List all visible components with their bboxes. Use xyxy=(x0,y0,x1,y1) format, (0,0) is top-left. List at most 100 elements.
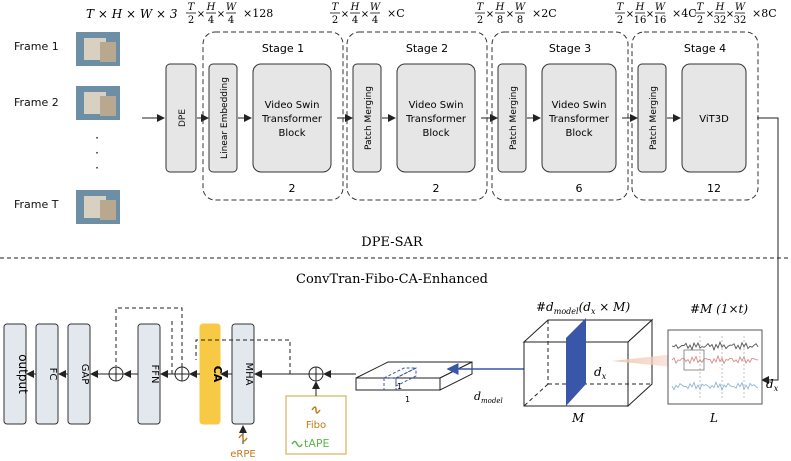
residual-path-2 xyxy=(115,307,183,367)
tensor-one-b: 1 xyxy=(405,395,410,404)
tape-label: tAPE xyxy=(304,437,329,450)
stage-4-first-block-label: Patch Merging xyxy=(649,86,659,150)
stage-3-main-label-0: Video Swin xyxy=(552,100,607,111)
ellipsis-dot-2: · xyxy=(95,146,99,160)
gap-label: GAP xyxy=(79,364,90,385)
svg-text:×: × xyxy=(361,9,369,20)
svg-text:T: T xyxy=(188,2,196,13)
cube-dx-label: dx xyxy=(594,365,607,381)
svg-text:×: × xyxy=(217,9,225,20)
stage-3-first-block xyxy=(497,63,527,173)
stage-3-main-block xyxy=(541,63,617,173)
svg-text:×: × xyxy=(506,9,514,20)
fibo-wave-icon xyxy=(311,406,321,414)
tensor-one-a: 1 xyxy=(397,382,402,391)
svg-text:H: H xyxy=(350,2,360,13)
stage-2-main-label-2: Block xyxy=(422,128,449,139)
svg-text:32: 32 xyxy=(734,15,747,26)
svg-text:8: 8 xyxy=(497,15,503,26)
tape-wave-icon xyxy=(291,440,303,448)
ca-label: CA xyxy=(211,366,224,383)
convtran-caption: ConvTran-Fibo-CA-Enhanced xyxy=(296,272,488,287)
stage-4-shape: T2×H16×W16×4C xyxy=(615,2,697,26)
frame-1-label: Frame 1 xyxy=(14,40,59,53)
stage-3-title: Stage 3 xyxy=(549,42,591,55)
svg-text:H: H xyxy=(495,2,505,13)
svg-text:×C: ×C xyxy=(387,7,405,20)
svg-text:W: W xyxy=(226,2,237,13)
svg-text:W: W xyxy=(735,2,746,13)
ellipsis-dot-1: · xyxy=(95,131,99,145)
svg-text:2: 2 xyxy=(617,15,623,26)
signal-window xyxy=(683,349,705,371)
residual-path-1 xyxy=(195,339,291,374)
erpe-label: eRPE xyxy=(230,449,255,460)
svg-text:×8C: ×8C xyxy=(752,7,777,20)
input-shape-label: T × H × W × 3 xyxy=(86,7,178,21)
svg-text:×: × xyxy=(726,9,734,20)
stage-4-first-block xyxy=(637,63,667,173)
svg-text:4: 4 xyxy=(228,15,234,26)
stage-3-main-label-2: Block xyxy=(565,128,592,139)
svg-text:16: 16 xyxy=(654,15,667,26)
frame-2-thumbnail xyxy=(76,86,120,120)
stage-4-title: Stage 4 xyxy=(684,42,726,55)
svg-text:×: × xyxy=(341,9,349,20)
ellipsis-dot-3: · xyxy=(95,161,99,175)
svg-text:×: × xyxy=(646,9,654,20)
stage-2-main-label-1: Transformer xyxy=(405,114,467,125)
svg-text:T: T xyxy=(332,2,340,13)
stage-3-shape: T2×H8×W8×2C xyxy=(475,2,557,26)
stage-3-repeat: 6 xyxy=(576,182,583,195)
svg-text:8: 8 xyxy=(517,15,523,26)
svg-text:2: 2 xyxy=(188,15,194,26)
stage-1-main-label-2: Block xyxy=(278,128,305,139)
svg-text:×128: ×128 xyxy=(243,7,273,20)
stage-2-main-block xyxy=(396,63,476,173)
stage-2-first-block-label: Patch Merging xyxy=(364,86,374,150)
erpe-wave-icon xyxy=(238,434,248,442)
svg-text:H: H xyxy=(715,2,725,13)
signal-traces xyxy=(671,336,759,398)
svg-text:T: T xyxy=(617,2,625,13)
dpe-sar-caption: DPE-SAR xyxy=(361,235,424,250)
mha-label: MHA xyxy=(243,363,254,386)
d-model-label: dmodel xyxy=(474,390,503,405)
svg-text:×4C: ×4C xyxy=(672,7,697,20)
fc-label: FC xyxy=(47,368,58,381)
svg-text:W: W xyxy=(515,2,526,13)
stage-1-main-block xyxy=(252,63,332,173)
signal-box xyxy=(667,329,763,405)
projection-cone xyxy=(612,353,684,368)
signal-trace-2 xyxy=(671,354,759,365)
svg-text:16: 16 xyxy=(634,15,647,26)
signal-top-label: #M (1×t) xyxy=(690,302,748,316)
stages-group: Stage 1 Linear Embedding Video SwinTransfo… xyxy=(186,2,777,201)
stage-2-title: Stage 2 xyxy=(406,42,448,55)
svg-text:W: W xyxy=(370,2,381,13)
frame-t-thumbnail xyxy=(76,190,120,224)
cube-top-label: #dmodel(dx × M) xyxy=(536,300,630,316)
fibo-label: Fibo xyxy=(306,420,326,431)
stage-1-first-block-label: Linear Embedding xyxy=(220,77,230,159)
stage-1-first-block xyxy=(208,63,238,173)
dpe-block xyxy=(165,63,197,173)
svg-text:T: T xyxy=(477,2,485,13)
svg-text:4: 4 xyxy=(352,15,358,26)
stage-3-main-label-1: Transformer xyxy=(548,114,610,125)
svg-text:H: H xyxy=(635,2,645,13)
stage-4-repeat: 12 xyxy=(707,182,721,195)
svg-text:4: 4 xyxy=(372,15,378,26)
stage-3-first-block-label: Patch Merging xyxy=(509,86,519,150)
svg-text:4: 4 xyxy=(208,15,214,26)
svg-text:2: 2 xyxy=(477,15,483,26)
stage-1-title: Stage 1 xyxy=(262,42,304,55)
output-label: output xyxy=(16,354,30,394)
stage-2-repeat: 2 xyxy=(433,182,440,195)
svg-text:×: × xyxy=(706,9,714,20)
stage-1-main-label-0: Video Swin xyxy=(265,100,320,111)
frame-1-thumbnail xyxy=(76,32,120,66)
feature-cube xyxy=(522,318,654,408)
signal-l-label: L xyxy=(709,411,718,425)
